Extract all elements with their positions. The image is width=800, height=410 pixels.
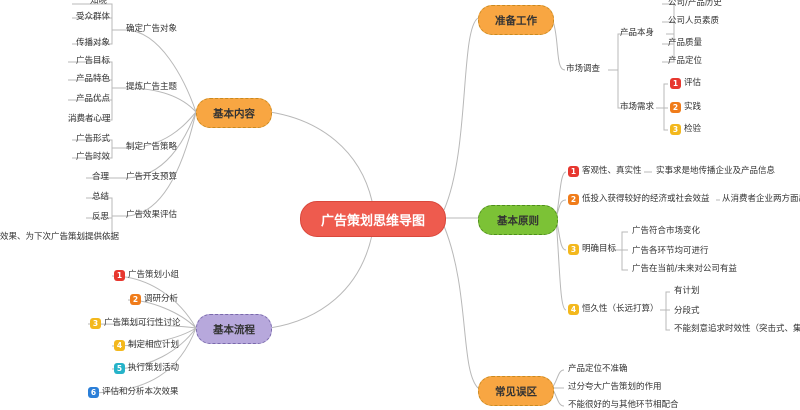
misconception-3[interactable]: 不能很好的与其他环节相配合 xyxy=(568,400,679,410)
step-6-badge: 6 xyxy=(88,387,99,398)
process-step-5[interactable]: 执行策划活动 xyxy=(128,363,180,373)
node-company-history[interactable]: 公司/产品历史 xyxy=(668,0,722,8)
process-step-2[interactable]: 调研分析 xyxy=(144,294,179,304)
demand-2-badge: 2 xyxy=(670,102,681,113)
step-1-badge: 1 xyxy=(114,270,125,281)
group-target[interactable]: 确定广告对象 xyxy=(126,24,178,34)
branch-preparation[interactable]: 准备工作 xyxy=(478,5,554,35)
node-market-research[interactable]: 市场调查 xyxy=(566,64,601,74)
central-topic[interactable]: 广告策划思维导图 xyxy=(300,201,446,237)
node-verify[interactable]: 检验 xyxy=(684,124,702,134)
process-step-3[interactable]: 广告策划可行性讨论 xyxy=(104,318,181,328)
group-evaluate[interactable]: 广告效果评估 xyxy=(126,210,178,220)
node-staff-quality[interactable]: 公司人员素质 xyxy=(668,16,720,26)
principle-1[interactable]: 客观性、真实性 xyxy=(582,166,642,176)
node-ad-form[interactable]: 广告形式 xyxy=(76,134,111,144)
node-aware[interactable]: 知晓 xyxy=(90,0,108,6)
branch-process[interactable]: 基本流程 xyxy=(196,314,272,344)
step-3-badge: 3 xyxy=(90,318,101,329)
misconception-2[interactable]: 过分夸大广告策划的作用 xyxy=(568,382,662,392)
principle-4-badge: 4 xyxy=(568,304,579,315)
branch-misconceptions[interactable]: 常见误区 xyxy=(478,376,554,406)
principle-1-detail[interactable]: 实事求是地传播企业及产品信息 xyxy=(656,166,776,176)
node-ad-timing[interactable]: 广告时效 xyxy=(76,152,111,162)
node-product-quality[interactable]: 产品质量 xyxy=(668,38,703,48)
principle-3-detail-2[interactable]: 广告各环节均可进行 xyxy=(632,246,709,256)
demand-3-badge: 3 xyxy=(670,124,681,135)
principle-4-detail-1[interactable]: 有计划 xyxy=(674,286,700,296)
misconception-1[interactable]: 产品定位不准确 xyxy=(568,364,628,374)
node-consumer-psychology[interactable]: 消费者心理 xyxy=(68,114,111,124)
principle-1-badge: 1 xyxy=(568,166,579,177)
node-spread-target[interactable]: 传播对象 xyxy=(76,38,111,48)
node-product-feature[interactable]: 产品特色 xyxy=(76,74,111,84)
process-step-4[interactable]: 制定相应计划 xyxy=(128,340,180,350)
branch-principles[interactable]: 基本原则 xyxy=(478,205,558,235)
process-step-6[interactable]: 评估和分析本次效果 xyxy=(102,387,179,397)
step-4-badge: 4 xyxy=(114,340,125,351)
principle-2-detail[interactable]: 从消费者企业两方面出 xyxy=(722,194,800,204)
step-5-badge: 5 xyxy=(114,363,125,374)
node-audience[interactable]: 受众群体 xyxy=(76,12,111,22)
node-market-demand[interactable]: 市场需求 xyxy=(620,102,655,112)
node-product-merit[interactable]: 产品优点 xyxy=(76,94,111,104)
node-ad-goal[interactable]: 广告目标 xyxy=(76,56,111,66)
demand-1-badge: 1 xyxy=(670,78,681,89)
group-theme[interactable]: 提炼广告主题 xyxy=(126,82,178,92)
principle-4[interactable]: 恒久性（长远打算） xyxy=(582,304,659,314)
group-budget[interactable]: 广告开支预算 xyxy=(126,172,178,182)
branch-basic-content[interactable]: 基本内容 xyxy=(196,98,272,128)
node-evaluate[interactable]: 评估 xyxy=(684,78,702,88)
principle-2[interactable]: 低投入获得较好的经济或社会效益 xyxy=(582,194,710,204)
principle-4-detail-3[interactable]: 不能刻意追求时效性（突击式、集中 xyxy=(674,324,800,334)
principle-3-detail-1[interactable]: 广告符合市场变化 xyxy=(632,226,701,236)
group-strategy[interactable]: 制定广告策略 xyxy=(126,142,178,152)
principle-3-detail-3[interactable]: 广告在当前/未来对公司有益 xyxy=(632,264,737,274)
principle-3[interactable]: 明确目标 xyxy=(582,244,617,254)
node-summary[interactable]: 总结 xyxy=(92,192,110,202)
node-product-positioning[interactable]: 产品定位 xyxy=(668,56,703,66)
node-product-itself[interactable]: 产品本身 xyxy=(620,28,655,38)
node-reflect[interactable]: 反思 xyxy=(92,212,110,222)
principle-2-badge: 2 xyxy=(568,194,579,205)
node-reasonable[interactable]: 合理 xyxy=(92,172,110,182)
step-2-badge: 2 xyxy=(130,294,141,305)
node-practice[interactable]: 实践 xyxy=(684,102,702,112)
principle-3-badge: 3 xyxy=(568,244,579,255)
principle-4-detail-2[interactable]: 分段式 xyxy=(674,306,700,316)
process-step-1[interactable]: 广告策划小组 xyxy=(128,270,180,280)
node-evaluation-note[interactable]: 效果、为下次广告策划提供依据 xyxy=(0,232,120,242)
